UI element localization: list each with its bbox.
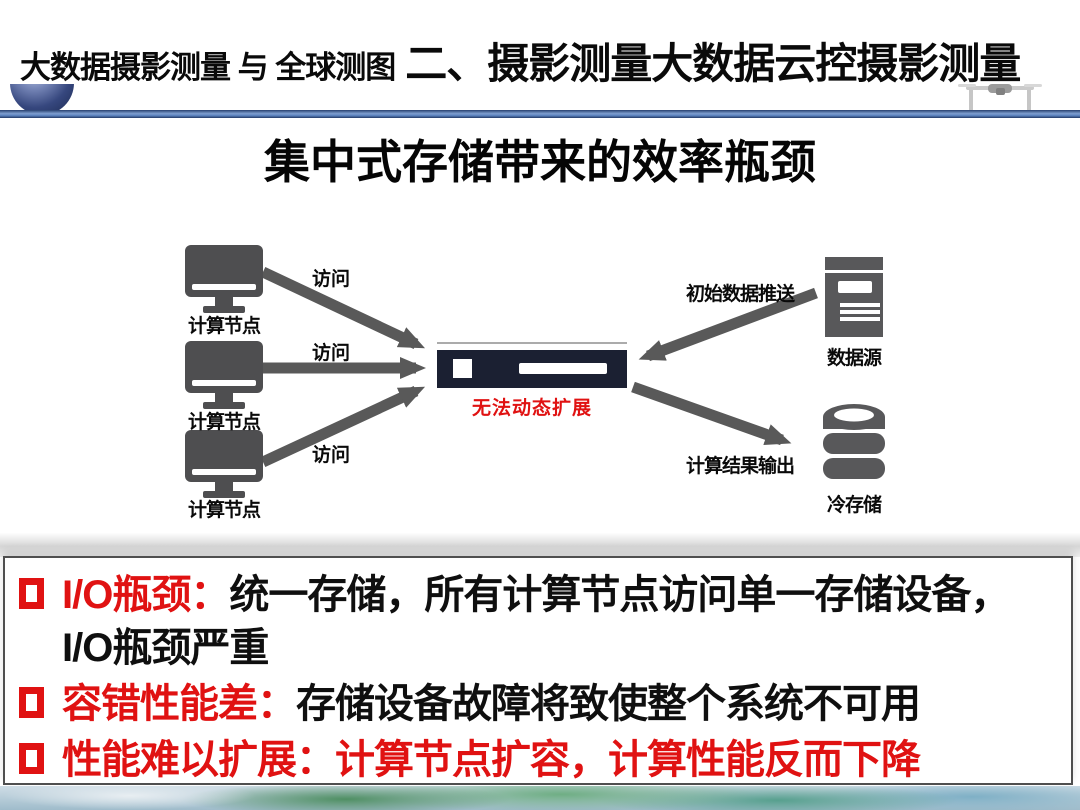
earth-map-strip (0, 786, 1080, 810)
bullet-square-icon (19, 578, 44, 609)
compute-node-label: 计算节点 (187, 500, 261, 521)
header-divider (0, 110, 1080, 118)
section-title: 二、摄影测量大数据云控摄影测量 (405, 40, 1021, 87)
card-shadow-band (0, 533, 1080, 557)
access-arrow-label: 访问 (311, 343, 350, 364)
drone-icon (958, 82, 1042, 114)
bullet-text-line: I/O瓶颈严重 (62, 622, 1061, 675)
access-arrow-label: 访问 (311, 269, 350, 290)
header-bar: 大数据摄影测量 与 全球测图 二、摄影测量大数据云控摄影测量 (20, 30, 1070, 91)
bullet-text: 存储设备故障将致使整个系统不可用 (296, 682, 921, 726)
earth-globe-icon (10, 84, 74, 113)
page-title: 集中式存储带来的效率瓶颈 (264, 136, 816, 188)
output-arrow-label: 计算结果输出 (686, 456, 795, 477)
storage-warning-label: 无法动态扩展 (471, 398, 592, 419)
bullet-label: I/O瓶颈： (62, 573, 230, 617)
cold-storage-database-icon (822, 403, 886, 492)
bullet-label: 容错性能差： (62, 682, 297, 726)
bullet-text-line: 性能难以扩展：计算节点扩容，计算性能反而下降 (62, 734, 1061, 783)
push-arrow-label: 初始数据推送 (686, 284, 795, 305)
summary-card: I/O瓶颈：统一存储，所有计算节点访问单一存储设备， I/O瓶颈严重 容错性能差… (3, 556, 1073, 785)
bullet-text: 计算节点扩容，计算性能反而下降 (335, 738, 921, 782)
bullet-square-icon (19, 743, 44, 774)
bullet-text-continued: I/O瓶颈严重 (62, 626, 269, 670)
series-title: 大数据摄影测量 与 全球测图 (20, 50, 396, 85)
bullet-item-io-bottleneck: I/O瓶颈：统一存储，所有计算节点访问单一存储设备， I/O瓶颈严重 (17, 569, 1061, 675)
central-storage-device-icon (437, 350, 627, 388)
output-arrow (631, 381, 792, 446)
compute-node-label: 计算节点 (187, 316, 261, 337)
bullet-item-scalability: 性能难以扩展：计算节点扩容，计算性能反而下降 (17, 734, 1061, 783)
bullet-item-fault-tolerance: 容错性能差：存储设备故障将致使整个系统不可用 (17, 678, 1061, 731)
bullet-text-line: 容错性能差：存储设备故障将致使整个系统不可用 (62, 678, 1061, 731)
compute-node-label: 计算节点 (187, 412, 261, 433)
compute-node-monitor-icon (185, 341, 263, 409)
cold-storage-label: 冷存储 (826, 495, 882, 516)
data-source-server-icon (825, 257, 883, 337)
data-source-label: 数据源 (826, 348, 882, 369)
bullet-text-line: I/O瓶颈：统一存储，所有计算节点访问单一存储设备， (62, 569, 1061, 622)
compute-node-monitor-icon (185, 430, 263, 498)
access-arrow-label: 访问 (311, 445, 350, 466)
compute-node-monitor-icon (185, 245, 263, 313)
bullet-text: 统一存储，所有计算节点访问单一存储设备， (229, 573, 1010, 617)
bullet-label: 性能难以扩展： (62, 738, 336, 782)
bullet-square-icon (19, 687, 44, 718)
